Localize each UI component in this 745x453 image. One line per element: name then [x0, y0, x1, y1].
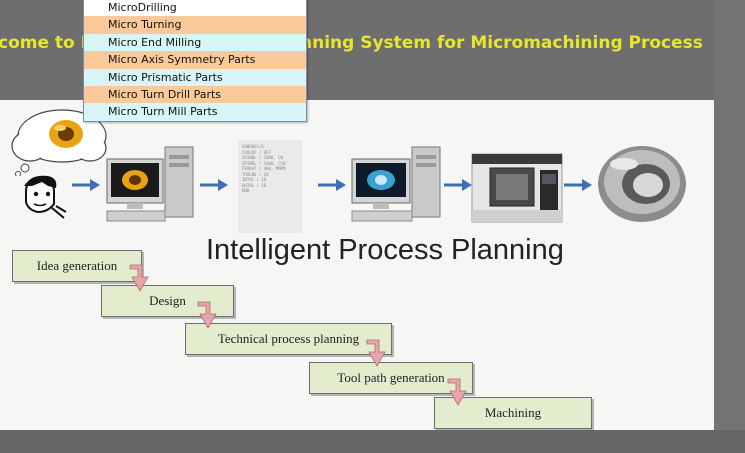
menu-item-micro-prismatic-parts[interactable]: Micro Prismatic Parts [84, 68, 306, 86]
step-technical-process-planning: Technical process planning [185, 323, 392, 355]
cnc-machine-icon [471, 153, 563, 223]
step-machining: Machining [434, 397, 592, 429]
code-line: END [242, 188, 250, 193]
menu-item-micro-turn-mill-parts[interactable]: Micro Turn Mill Parts [84, 103, 306, 121]
menu-item-micro-axis-symmetry-parts[interactable]: Micro Axis Symmetry Parts [84, 51, 306, 69]
person-thinking-icon [24, 175, 67, 219]
code-line: G00UUG1/6 [242, 144, 264, 149]
flow-arrow-icon [197, 301, 217, 329]
part-type-menu: MicroDrilling Micro Turning Micro End Mi… [83, 0, 307, 122]
pipeline-arrow-icon [72, 179, 100, 191]
code-line: INTOL / 10 [242, 177, 267, 182]
menu-item-microdrilling[interactable]: MicroDrilling [108, 1, 177, 14]
pipeline-arrow-icon [200, 179, 228, 191]
flow-arrow-icon [447, 378, 467, 406]
code-line: OUTOL / 10 [242, 182, 267, 188]
machined-part-icon [598, 146, 686, 222]
nc-code-sheet: G00UUG1/6 COOLNT / OFF SPINDL / 1000, CW… [238, 140, 302, 233]
computer-cam-icon [351, 146, 441, 222]
code-line: SPINDL / 1000, CW [242, 155, 283, 160]
bottom-bar [0, 430, 745, 453]
computer-cad-icon [106, 146, 194, 222]
code-line: TOOLNO / 10 [242, 171, 269, 177]
diagram-title: Intelligent Process Planning [206, 234, 564, 266]
pipeline-arrow-icon [318, 179, 346, 191]
menu-item-micro-end-milling[interactable]: Micro End Milling [84, 33, 306, 52]
flow-arrow-icon [129, 264, 149, 292]
code-line: SPINDL / 1600, CCW [242, 160, 286, 166]
thought-bubble-icon [11, 109, 107, 176]
banner-title-right: nning System for Micromachining Process [300, 33, 703, 53]
flow-arrow-icon [366, 339, 386, 367]
step-idea-generation: Idea generation [12, 250, 142, 282]
code-line: FEDRAT / 400, MMPM [242, 166, 286, 171]
code-line: COOLNT / OFF [242, 149, 271, 155]
slide-content: G00UUG1/6 COOLNT / OFF SPINDL / 1000, CW… [0, 100, 714, 430]
step-design: Design [101, 285, 234, 317]
menu-item-micro-turn-drill-parts[interactable]: Micro Turn Drill Parts [84, 85, 306, 104]
pipeline-arrow-icon [444, 179, 472, 191]
pipeline-arrow-icon [564, 179, 592, 191]
banner-title-left: come to I [0, 33, 87, 53]
menu-item-micro-turning[interactable]: Micro Turning [84, 16, 306, 34]
right-margin [714, 0, 745, 453]
step-tool-path-generation: Tool path generation [309, 362, 473, 394]
